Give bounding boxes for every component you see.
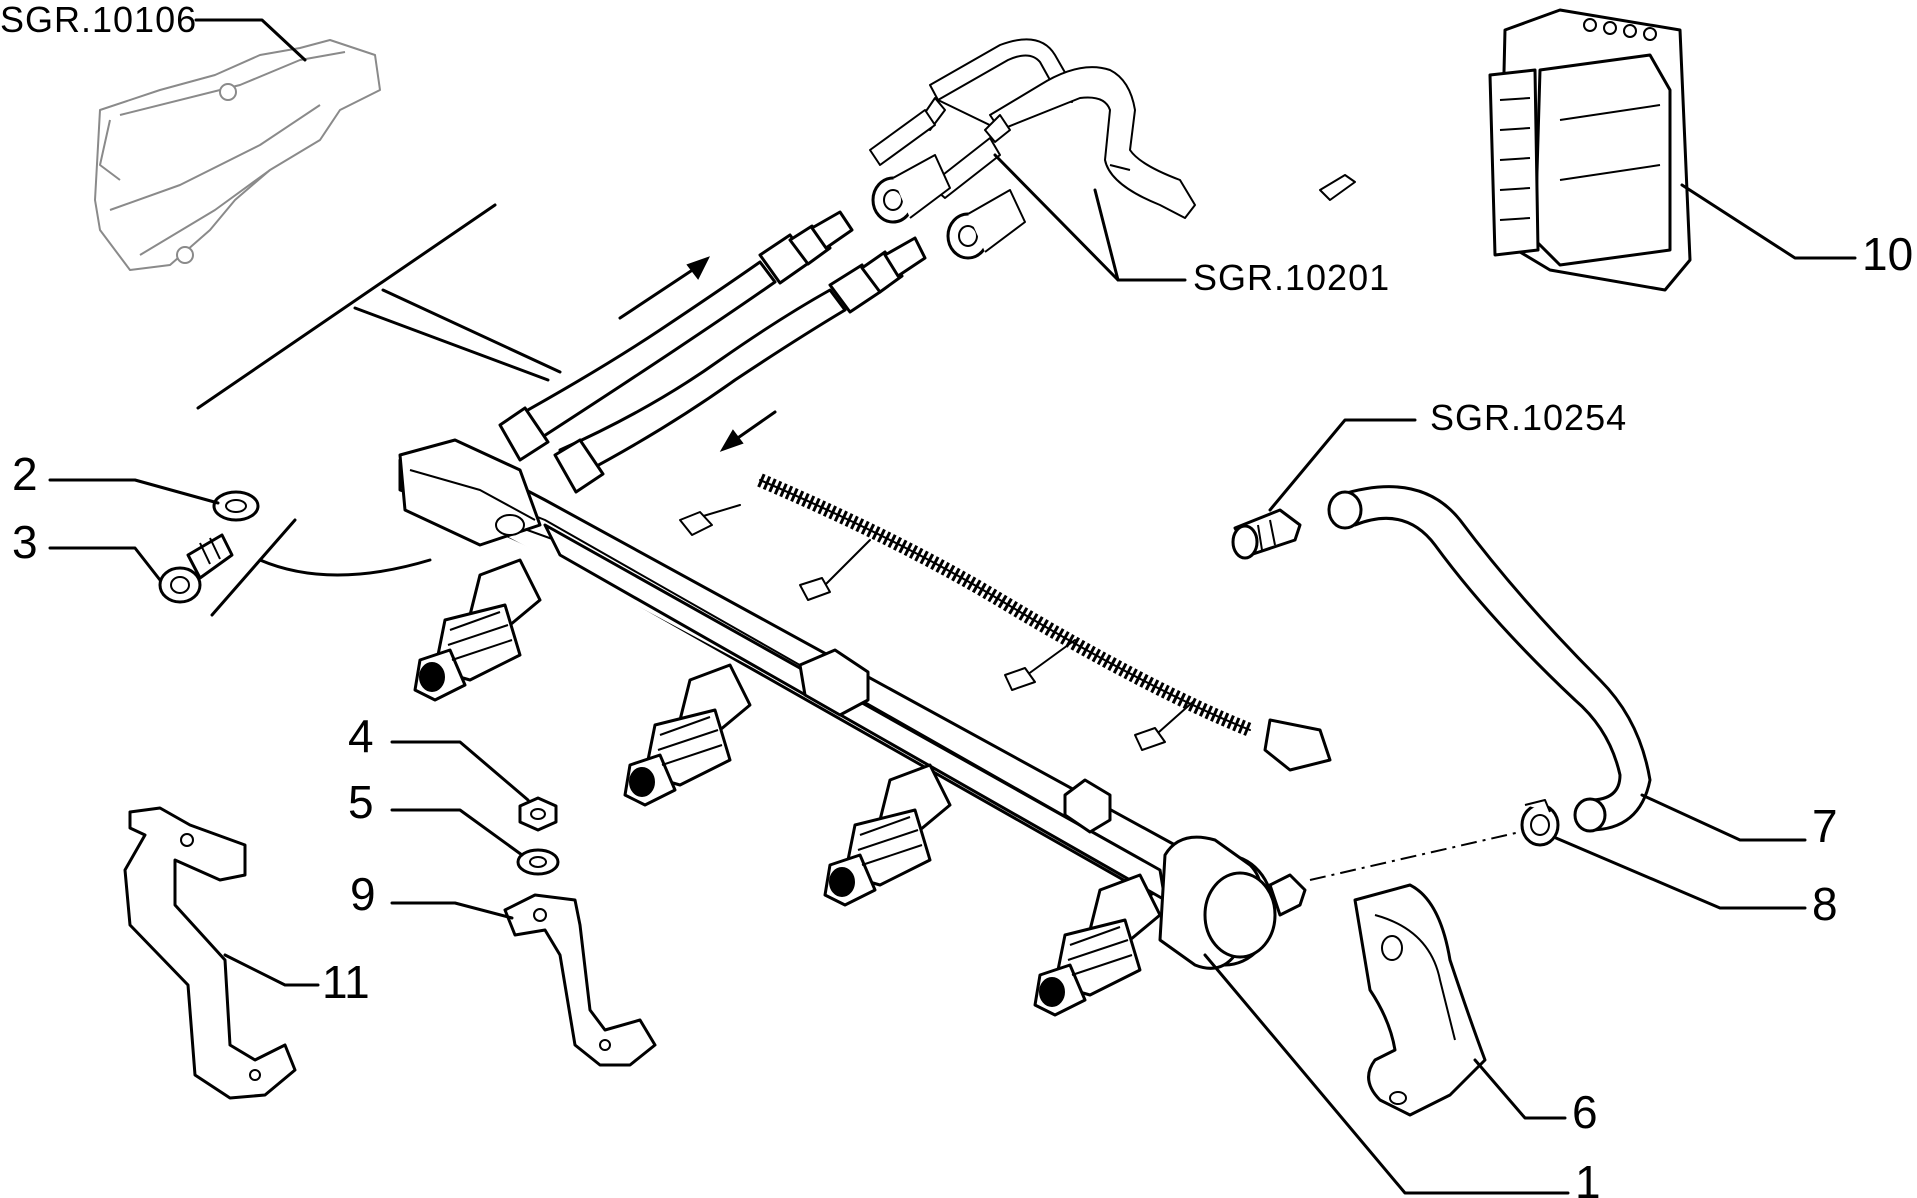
fuel-hoses <box>498 210 927 494</box>
leader-part-7 <box>1640 793 1807 842</box>
washer-part-5 <box>516 848 560 876</box>
label-part-7: 7 <box>1812 800 1838 852</box>
leader-part-3 <box>48 546 162 582</box>
leader-part-2 <box>48 478 220 505</box>
coolant-hose <box>1327 485 1652 833</box>
label-part-10: 10 <box>1862 228 1913 280</box>
leader-part-10 <box>1680 183 1857 260</box>
label-part-1: 1 <box>1575 1156 1601 1198</box>
wiring-harness <box>679 473 1332 772</box>
flow-arrow-up <box>618 256 710 320</box>
ref-sgr-10106-bracket <box>94 39 381 271</box>
label-part-5: 5 <box>348 776 374 828</box>
label-part-2: 2 <box>12 448 38 500</box>
leader-sgr-10254 <box>1268 418 1417 512</box>
assembly-axis-line <box>1309 831 1521 881</box>
fuel-rail <box>398 438 1307 970</box>
ref-sgr-10254-sensor <box>1231 508 1302 560</box>
label-part-11: 11 <box>322 956 370 1008</box>
injector-1 <box>413 558 542 702</box>
bracket-part-11 <box>123 806 297 1100</box>
injector-4 <box>1033 873 1162 1017</box>
flow-arrow-down <box>719 410 777 452</box>
leader-part-9 <box>390 901 514 920</box>
heat-shield-bracket <box>1353 883 1487 1117</box>
label-part-8: 8 <box>1812 878 1838 930</box>
ref-sgr-10254: SGR.10254 <box>1430 397 1627 438</box>
injector-2 <box>623 663 752 807</box>
leader-part-4 <box>390 740 530 802</box>
label-part-4: 4 <box>348 710 374 762</box>
label-part-3: 3 <box>12 516 38 568</box>
label-part-9: 9 <box>350 868 376 920</box>
leader-part-8 <box>1554 836 1807 910</box>
injector-3 <box>823 763 952 907</box>
leader-part-1 <box>1203 953 1570 1195</box>
bracket-part-9 <box>503 893 657 1067</box>
label-part-6: 6 <box>1572 1086 1598 1138</box>
ecu-module <box>1488 8 1692 292</box>
nut-part-4 <box>518 796 558 832</box>
leader-part-11 <box>223 953 320 987</box>
leader-part-6 <box>1473 1058 1567 1120</box>
ref-sgr-10201: SGR.10201 <box>1193 257 1390 298</box>
ref-sgr-10201-fuel-lines <box>869 38 1356 260</box>
ref-sgr-10106: SGR.10106 <box>0 0 197 40</box>
washer-part-2 <box>212 490 260 522</box>
banjo-bolt-part-3 <box>158 533 234 604</box>
leader-sgr-10106 <box>194 18 307 62</box>
hose-clamp <box>1520 799 1560 847</box>
leader-part-5 <box>390 808 524 857</box>
section-break-lines <box>196 203 562 617</box>
leader-sgr-10201-b <box>1093 188 1120 282</box>
